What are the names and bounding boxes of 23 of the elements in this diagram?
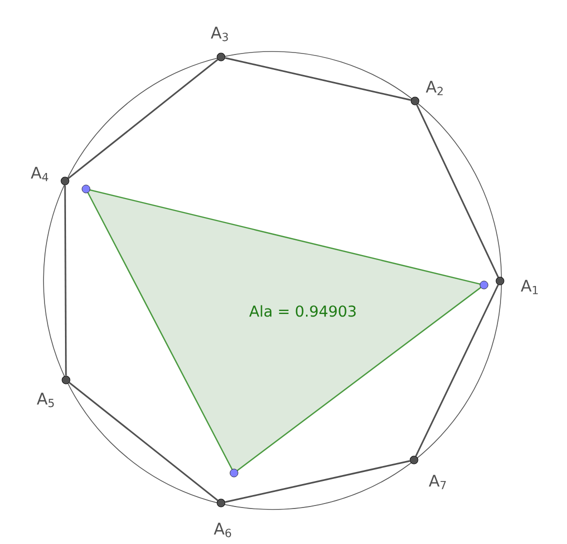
point [230, 468, 238, 478]
polygon-side [68, 382, 218, 501]
polygon-side [416, 104, 499, 278]
node-label: A$_{3}$ [210, 26, 228, 42]
vertex-point: A$_{6}$ [214, 498, 232, 538]
vertex-point: A$_{2}$ [410, 80, 443, 106]
node-label: A$_{4}$ [30, 166, 48, 182]
vertex-point: A$_{4}$ [30, 166, 70, 186]
polygon-side [415, 284, 499, 457]
polygon-side [68, 59, 218, 179]
node-label: A$_{5}$ [36, 392, 54, 408]
node-label: A$_{2}$ [426, 80, 443, 96]
vertex-point: A$_{1}$ [496, 276, 538, 294]
vertex-point: A$_{5}$ [36, 376, 70, 408]
node-label: A$_{7}$ [428, 474, 446, 490]
node-label: A$_{6}$ [214, 522, 232, 538]
point [480, 280, 488, 290]
polygon-side [224, 57, 412, 101]
polygon-side [64, 185, 67, 376]
vertex-point: A$_{3}$ [210, 26, 228, 62]
polygon-side [224, 460, 410, 503]
point [82, 184, 90, 194]
node-label: A$_{1}$ [520, 280, 538, 294]
